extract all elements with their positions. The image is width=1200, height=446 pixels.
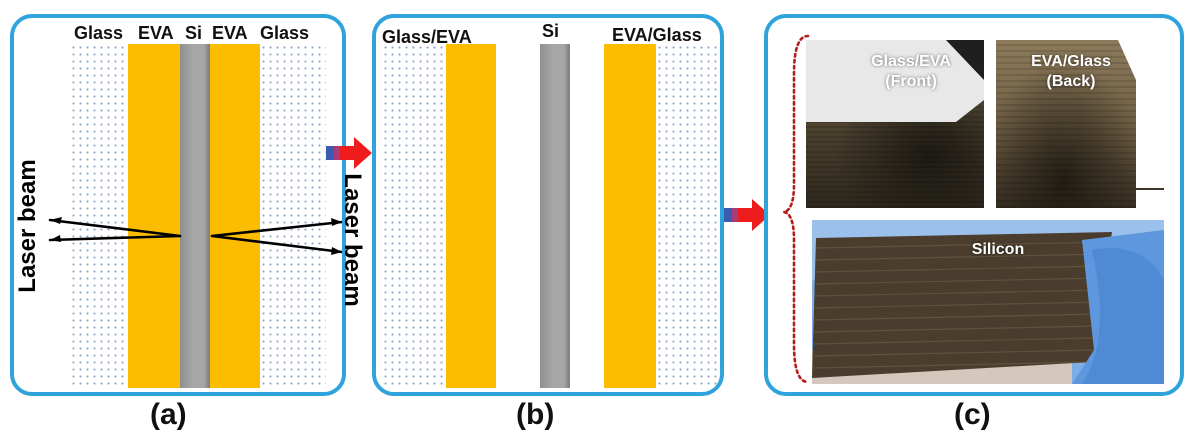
panel-c-photographs: Glass/EVA (Front) EVA/Glass (Back): [764, 14, 1184, 396]
caption-c: (c): [954, 398, 991, 431]
panel-a-layer-stack: Glass EVA Si EVA Glass: [10, 14, 346, 396]
right-arrow-icon: [724, 199, 770, 231]
laser-beam-label-left: Laser beam: [14, 159, 41, 293]
eva-layer-right: [210, 44, 260, 388]
curly-bracket: [783, 34, 810, 384]
eva-layer-right: [604, 44, 656, 388]
photo-glass-eva-front: Glass/EVA (Front): [806, 40, 984, 208]
silicon-layer: [180, 44, 210, 388]
glass-right-label: Glass: [260, 23, 310, 43]
glass-layer-right: [656, 44, 718, 388]
caption-a: (a): [150, 398, 187, 431]
silicon-layer: [540, 44, 570, 388]
eva-layer-left: [446, 44, 496, 388]
laser-beam-lines: [48, 217, 342, 255]
si-label: Si: [185, 23, 203, 43]
si-label: Si: [542, 21, 560, 41]
laser-beam-label-right: Laser beam: [339, 173, 366, 307]
back-photo-label: EVA/Glass (Back): [1031, 53, 1111, 90]
eva-layer-left: [128, 44, 180, 388]
eva-left-label: EVA: [138, 23, 174, 43]
caption-b: (b): [516, 398, 555, 431]
glass-layer-right: [260, 44, 326, 388]
eva-right-label: EVA: [212, 23, 248, 43]
glass-left-label: Glass: [74, 23, 124, 43]
glass-layer-left: [382, 44, 446, 388]
front-photo-label: Glass/EVA (Front): [871, 53, 951, 90]
silicon-photo-label: Silicon: [971, 241, 1025, 258]
glass-eva-label: Glass/EVA: [382, 27, 472, 47]
eva-glass-label: EVA/Glass: [612, 25, 702, 45]
panel-b-separated-layers: Glass/EVA Si EVA/Glass: [372, 14, 724, 396]
photo-eva-glass-back: EVA/Glass (Back): [996, 40, 1164, 208]
right-arrow-icon: [326, 137, 372, 169]
glass-layer-left: [70, 44, 128, 388]
photo-silicon-wafer: Silicon: [812, 220, 1164, 384]
